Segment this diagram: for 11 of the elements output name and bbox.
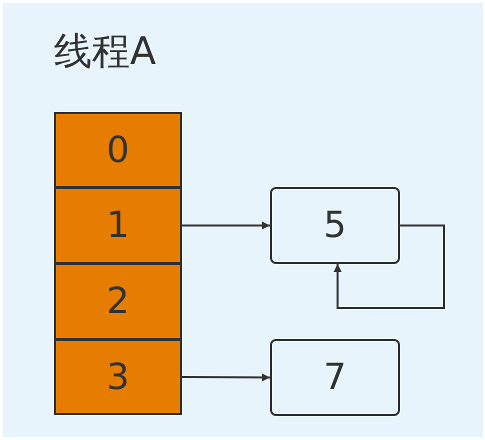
arrow (182, 222, 270, 230)
arrow (182, 373, 270, 382)
arrow (334, 224, 445, 309)
array-cell: 2 (54, 263, 182, 340)
panel-title: 线程A (54, 29, 156, 73)
value-box: 5 (270, 187, 400, 264)
array-cell: 0 (54, 112, 182, 188)
panel-background (3, 3, 483, 437)
array-cell: 1 (54, 187, 182, 264)
array-cell: 3 (54, 339, 182, 415)
value-box: 7 (270, 339, 400, 416)
